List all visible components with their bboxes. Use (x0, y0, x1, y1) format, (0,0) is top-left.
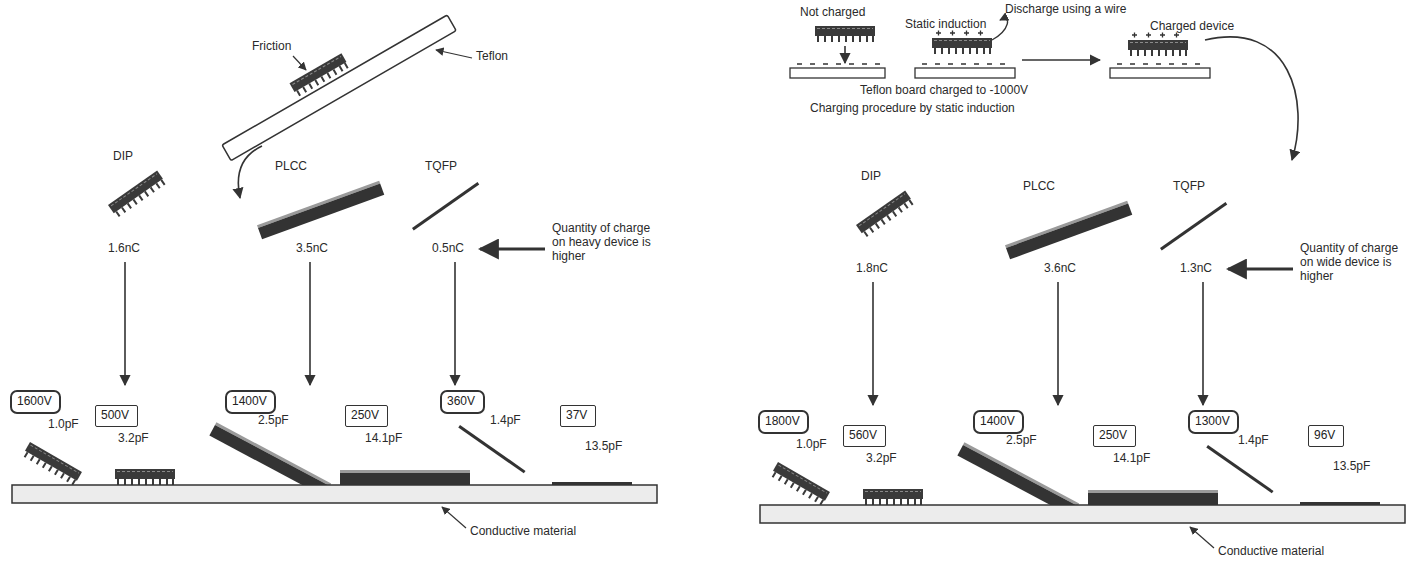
annotation-label: Discharge using a wire (1005, 3, 1126, 17)
capacitance-value: 2.5pF (1006, 434, 1037, 448)
charge-value: 0.5nC (432, 242, 464, 256)
voltage-box: 1600V (10, 390, 61, 414)
voltage-box: 360V (440, 390, 485, 414)
material-label: Conductive material (1218, 545, 1324, 559)
capacitance-value: 1.4pF (490, 414, 521, 428)
annotation-label: Friction (252, 40, 291, 54)
induction-procedure (790, 19, 1298, 160)
capacitance-value: 1.4pF (1238, 434, 1269, 448)
charge-value: 3.6nC (1044, 262, 1076, 276)
material-label: Conductive material (470, 525, 576, 539)
package-name: DIP (113, 150, 133, 164)
left-panel (12, 171, 657, 528)
voltage-value: 250V (351, 409, 382, 423)
annotation-label: Static induction (905, 18, 986, 32)
package-name: TQFP (425, 160, 457, 174)
voltage-value: 360V (447, 395, 478, 409)
voltage-box: 1400V (973, 410, 1024, 434)
charge-value: 1.3nC (1180, 262, 1212, 276)
package-name: TQFP (1173, 180, 1205, 194)
voltage-value: 1400V (980, 415, 1017, 429)
package-name: DIP (861, 170, 881, 184)
package-name: PLCC (1023, 180, 1055, 194)
annotation-label: Not charged (800, 6, 865, 20)
voltage-box: 1400V (225, 390, 276, 414)
charge-value: 1.6nC (108, 242, 140, 256)
voltage-value: 1600V (17, 395, 54, 409)
package-name: PLCC (275, 160, 307, 174)
charge-value: 1.8nC (856, 262, 888, 276)
capacitance-value: 3.2pF (118, 432, 149, 446)
voltage-value: 37V (566, 409, 590, 423)
voltage-box: 96V (1308, 425, 1344, 447)
note-text: Quantity of charge on wide device is hig… (1300, 242, 1400, 283)
capacitance-value: 3.2pF (866, 452, 897, 466)
charge-value: 3.5nC (296, 242, 328, 256)
voltage-box: 1800V (758, 410, 809, 434)
note-text: Quantity of charge on heavy device is hi… (552, 222, 652, 263)
voltage-box: 250V (345, 405, 388, 427)
capacitance-value: 1.0pF (48, 418, 79, 432)
capacitance-value: 13.5pF (1333, 460, 1370, 474)
capacitance-value: 14.1pF (365, 432, 402, 446)
annotation-label: Charged device (1150, 20, 1234, 34)
capacitance-value: 14.1pF (1113, 452, 1150, 466)
voltage-box: 1300V (1188, 410, 1239, 434)
capacitance-value: 2.5pF (258, 414, 289, 428)
annotation-label: Teflon (476, 50, 508, 64)
capacitance-value: 1.0pF (796, 438, 827, 452)
voltage-value: 1800V (765, 415, 802, 429)
voltage-value: 500V (101, 409, 132, 423)
annotation-label: Teflon board charged to -1000V (860, 84, 1028, 98)
voltage-value: 250V (1099, 429, 1130, 443)
voltage-box: 250V (1093, 425, 1136, 447)
voltage-box: 37V (560, 405, 596, 427)
voltage-value: 560V (849, 429, 880, 443)
voltage-box: 500V (95, 405, 138, 427)
voltage-value: 1400V (232, 395, 269, 409)
right-panel (760, 191, 1405, 548)
annotation-label: Charging procedure by static induction (810, 102, 1015, 116)
capacitance-value: 13.5pF (585, 440, 622, 454)
voltage-value: 96V (1314, 429, 1338, 443)
voltage-value: 1300V (1195, 415, 1232, 429)
voltage-box: 560V (843, 425, 886, 447)
teflon-strip (222, 15, 472, 198)
